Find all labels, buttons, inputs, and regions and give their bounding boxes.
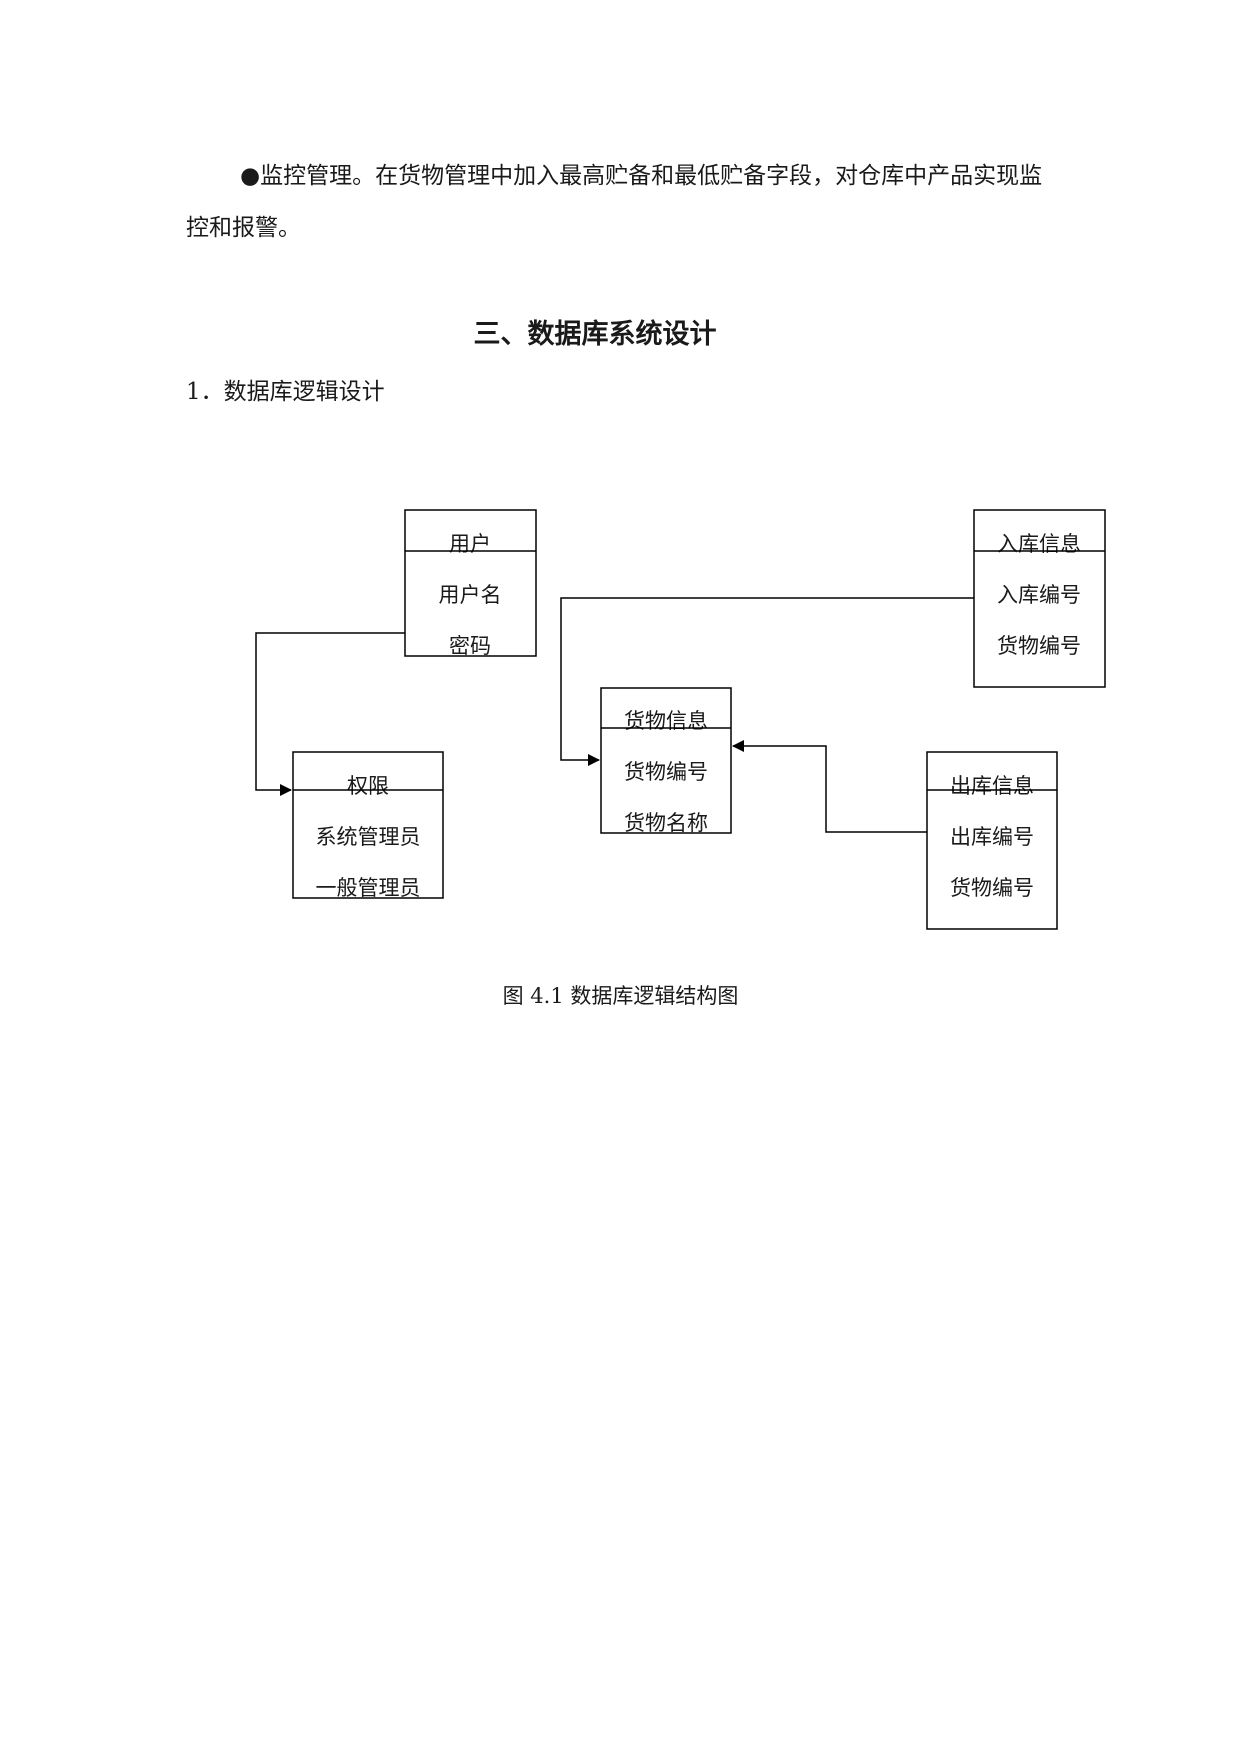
entity-outbound-box (926, 751, 1058, 930)
entity-goods-title: 货物信息 (624, 709, 708, 733)
entity-goods: 货物信息 货物编号 货物名称 (600, 687, 732, 835)
entity-goods-field: 货物名称 (624, 811, 708, 835)
entity-user: 用户 用户名 密码 (404, 509, 537, 658)
entity-permission: 权限 系统管理员 一般管理员 (292, 751, 444, 900)
entity-user-field: 用户名 (439, 583, 502, 607)
entity-inbound-field: 入库编号 (997, 583, 1081, 607)
entity-outbound-field: 出库编号 (950, 825, 1034, 849)
entity-permission-field: 一般管理员 (316, 876, 421, 900)
entity-outbound: 出库信息 出库编号 货物编号 (926, 751, 1058, 930)
entity-user-box (404, 509, 537, 657)
entity-permission-title: 权限 (347, 774, 389, 798)
entity-outbound-field: 货物编号 (950, 876, 1034, 900)
connector-inbound-goods (560, 597, 974, 766)
entity-goods-box (600, 687, 732, 834)
intro-paragraph: ●监控管理。在货物管理中加入最高贮备和最低贮备字段，对仓库中产品实现监控和报警。 (186, 163, 1043, 241)
figure-caption: 图 4.1 数据库逻辑结构图 (502, 984, 739, 1008)
entity-inbound-title: 入库信息 (997, 532, 1081, 556)
entity-outbound-title: 出库信息 (950, 774, 1034, 798)
entity-goods-field: 货物编号 (624, 760, 708, 784)
database-logic-diagram: 用户 用户名 密码 权限 系统管理员 一般管理员 货物信息 货物编号 货物名称 (255, 509, 1106, 930)
entity-permission-field: 系统管理员 (316, 825, 421, 849)
section-title: 三、数据库系统设计 (473, 319, 717, 350)
entity-inbound-field: 货物编号 (997, 634, 1081, 658)
section-subtitle: 1．数据库逻辑设计 (186, 379, 385, 405)
entity-user-title: 用户 (449, 532, 491, 556)
entity-inbound: 入库信息 入库编号 货物编号 (973, 509, 1106, 688)
entity-user-field: 密码 (449, 634, 491, 658)
connector-outbound-goods (732, 740, 927, 833)
connector-user-permission (255, 632, 405, 796)
entity-permission-box (292, 751, 444, 899)
